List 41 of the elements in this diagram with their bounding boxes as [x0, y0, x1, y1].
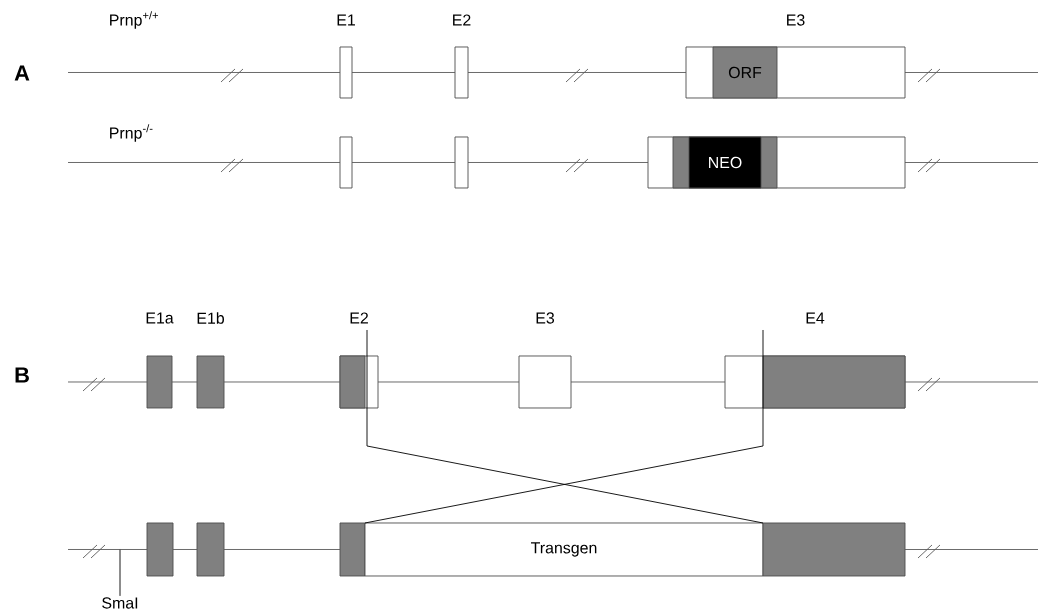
- exon-box: NEO: [688, 136, 762, 189]
- leader-line: [119, 548, 121, 597]
- gene-line: [904, 381, 1038, 383]
- gene-line: [467, 162, 649, 163]
- exon-label: E1: [337, 14, 355, 26]
- exon-label: E2: [453, 14, 471, 26]
- exon-label: E3: [787, 14, 805, 26]
- gene-line: [172, 549, 198, 550]
- gene-line: [467, 72, 687, 73]
- exon-box: [339, 136, 353, 189]
- exon-label: E2: [350, 312, 368, 324]
- exon-box: [146, 522, 174, 577]
- gene-line: [223, 381, 341, 383]
- gene-line: [67, 549, 148, 550]
- genotype-label: Prnp$^{+/+}$: [110, 11, 159, 29]
- gene-line: [904, 549, 1038, 550]
- gene-line: [67, 72, 341, 73]
- exon-box: Transgen: [364, 522, 764, 577]
- exon-box: ORF: [712, 46, 778, 99]
- site-label: SmaI: [102, 597, 138, 609]
- exon-box: [762, 522, 906, 577]
- gene-line: [904, 72, 1038, 73]
- exon-label: E1a: [146, 312, 174, 324]
- exon-label: E1b: [197, 312, 224, 324]
- exon-box: [454, 136, 469, 189]
- gene-line: [904, 162, 1038, 163]
- genotype-label: Prnp$^{-/-}$: [110, 124, 153, 142]
- gene-line: [351, 162, 456, 163]
- exon-label: E4: [806, 312, 825, 324]
- gene-line: [223, 549, 341, 550]
- gene-line: [570, 381, 726, 383]
- gene-line: [67, 162, 341, 163]
- exon-box: [339, 522, 366, 577]
- gene-line: [377, 381, 520, 383]
- panel-letter: B: [15, 367, 29, 383]
- exon-box: [196, 522, 225, 577]
- gene-line: [351, 72, 456, 73]
- gene-line: [67, 381, 148, 383]
- panel-letter: A: [14, 65, 30, 81]
- gene-line: [171, 381, 198, 383]
- exon-label: E3: [536, 312, 555, 324]
